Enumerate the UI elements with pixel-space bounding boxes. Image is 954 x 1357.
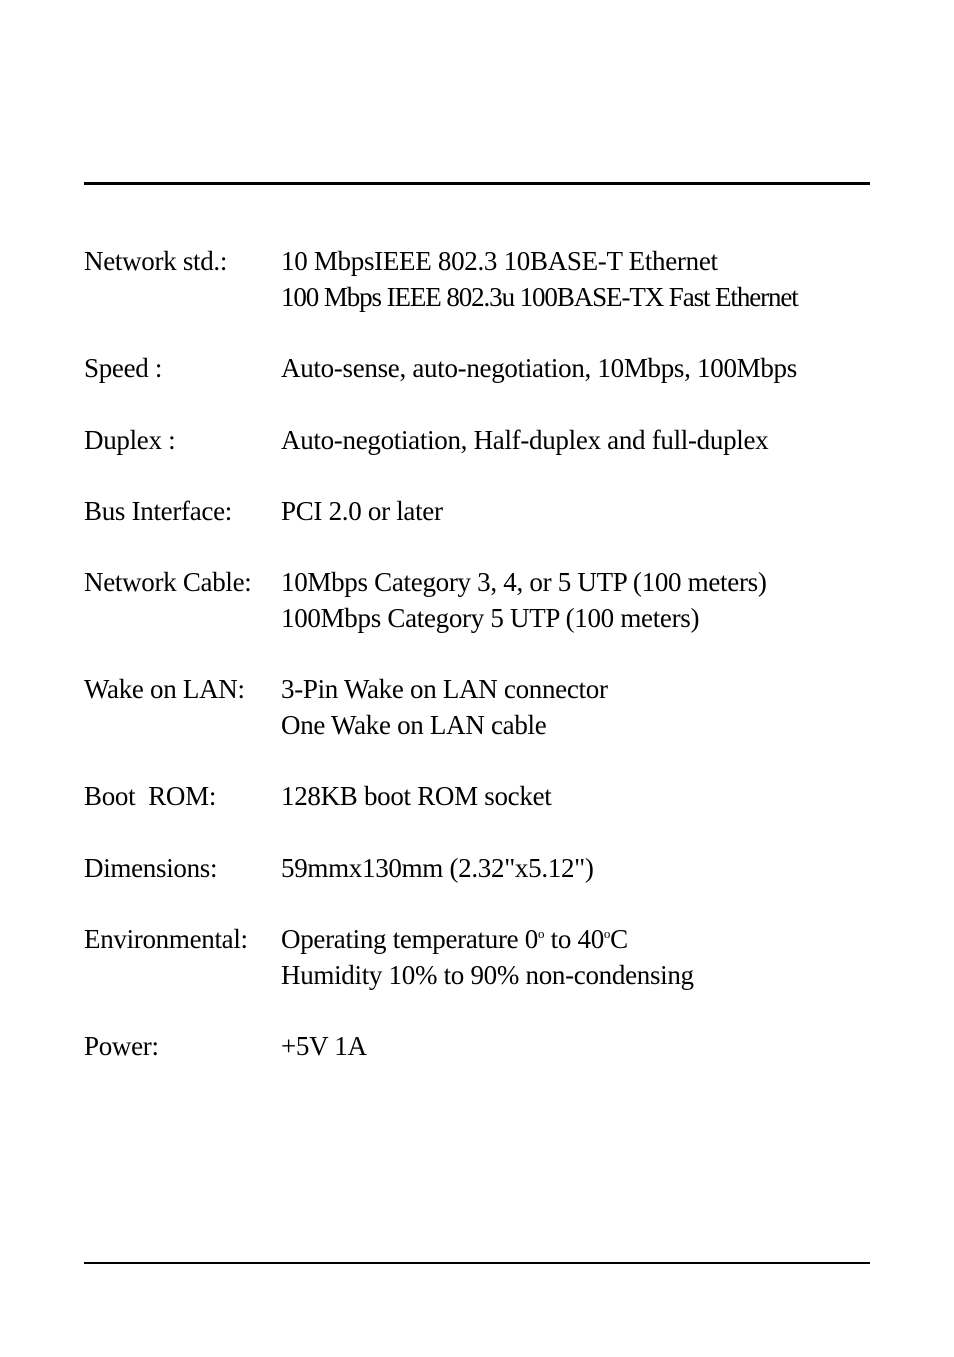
spec-label: Power: <box>84 1031 159 1061</box>
spec-value: 100 Mbps IEEE 802.3u 100BASE-TX Fast Eth… <box>281 282 799 312</box>
spec-values: +5V 1A <box>281 1028 367 1064</box>
spec-label: Dimensions: <box>84 853 218 883</box>
spec-values: 128KB boot ROM socket <box>281 778 552 814</box>
temp-suffix: C <box>610 924 628 954</box>
spec-value: 128KB boot ROM socket <box>281 781 552 811</box>
spec-values: Auto-sense, auto-negotiation, 10Mbps, 10… <box>281 350 797 386</box>
spec-values: Operating temperature 0o to 40oC Humidit… <box>281 921 694 993</box>
spec-label: Bus Interface: <box>84 496 232 526</box>
spec-value: Humidity 10% to 90% non-condensing <box>281 960 694 990</box>
spec-value: 10Mbps Category 3, 4, or 5 UTP (100 mete… <box>281 567 767 597</box>
degree-symbol: o <box>537 926 545 941</box>
spec-values: Auto-negotiation, Half-duplex and full-d… <box>281 422 769 458</box>
spec-value: 100Mbps Category 5 UTP (100 meters) <box>281 603 700 633</box>
bottom-horizontal-rule <box>84 1262 870 1264</box>
spec-label: Speed : <box>84 353 163 383</box>
degree-symbol: o <box>603 926 611 941</box>
temp-prefix: Operating temperature 0 <box>281 924 538 954</box>
spec-label: Wake on LAN: <box>84 674 245 704</box>
spec-value: Auto-sense, auto-negotiation, 10Mbps, 10… <box>281 353 797 383</box>
spec-value: Auto-negotiation, Half-duplex and full-d… <box>281 425 769 455</box>
spec-values: 3-Pin Wake on LAN connector One Wake on … <box>281 671 608 743</box>
spec-value: 10 MbpsIEEE 802.3 10BASE-T Ethernet <box>281 246 718 276</box>
spec-label: Environmental: <box>84 924 248 954</box>
spec-values: 10Mbps Category 3, 4, or 5 UTP (100 mete… <box>281 564 767 636</box>
top-horizontal-rule <box>84 182 870 185</box>
spec-value: +5V 1A <box>281 1031 367 1061</box>
spec-value: 59mmx130mm (2.32"x5.12") <box>281 853 594 883</box>
spec-label: Network std.: <box>84 246 228 276</box>
spec-values: 10 MbpsIEEE 802.3 10BASE-T Ethernet 100 … <box>281 243 799 315</box>
spec-value: 3-Pin Wake on LAN connector <box>281 674 608 704</box>
spec-values: PCI 2.0 or later <box>281 493 443 529</box>
spec-values: 59mmx130mm (2.32"x5.12") <box>281 850 594 886</box>
spec-value: One Wake on LAN cable <box>281 710 547 740</box>
spec-label: Boot ROM: <box>84 781 217 811</box>
spec-value-operating-temperature: Operating temperature 0o to 40oC <box>281 921 694 957</box>
spec-label: Network Cable: <box>84 567 252 597</box>
spec-label: Duplex : <box>84 425 176 455</box>
temp-middle: to 40 <box>544 924 605 954</box>
spec-value: PCI 2.0 or later <box>281 496 443 526</box>
